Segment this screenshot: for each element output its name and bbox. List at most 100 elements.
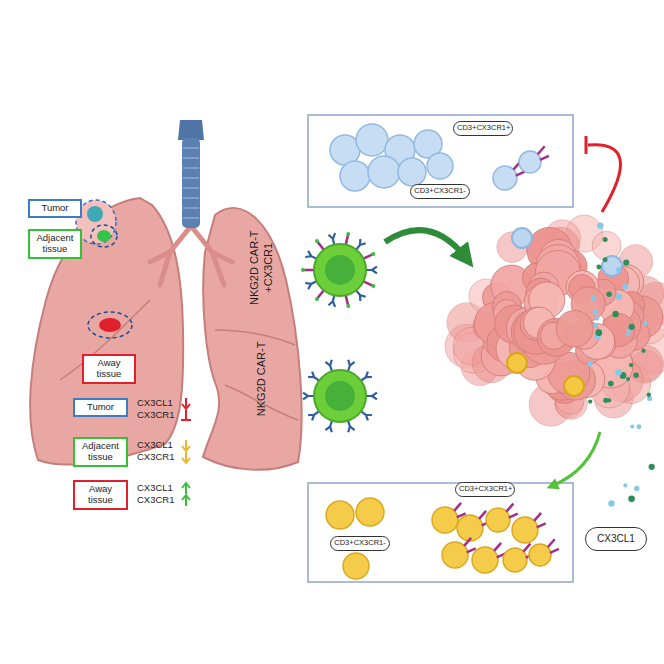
marker-name: CX3CR1 bbox=[137, 410, 175, 421]
node-text: CX3CL1 bbox=[590, 533, 642, 545]
cx3cr1-receptor bbox=[548, 539, 559, 553]
away-spot bbox=[99, 318, 121, 332]
population-pill: CD3+CX3CR1- bbox=[410, 184, 470, 199]
chemokine-dot bbox=[593, 323, 597, 327]
population-pill: CD3+CX3CR1+ bbox=[455, 482, 515, 497]
chemokine-dot bbox=[591, 295, 596, 300]
t-cell bbox=[507, 353, 527, 373]
chemokine-dot bbox=[608, 381, 614, 387]
node-text: CD3+CX3CR1+ bbox=[459, 485, 511, 494]
node-text: Tumor bbox=[32, 203, 78, 214]
chemokine-dot bbox=[616, 293, 622, 299]
tumor-mass bbox=[445, 215, 664, 426]
yellow-t-cell bbox=[343, 553, 369, 579]
chemokine-dot bbox=[597, 223, 604, 230]
generated-cells bbox=[301, 124, 664, 579]
chemokine-dot bbox=[649, 464, 655, 470]
adjacent-region bbox=[91, 225, 117, 247]
chemokine-dot bbox=[626, 377, 630, 381]
t-cell bbox=[564, 376, 584, 396]
chemokine-dot bbox=[647, 396, 652, 401]
car-t-cell bbox=[314, 370, 366, 422]
blue-t-cell bbox=[398, 158, 426, 186]
yellow-t-cell bbox=[356, 498, 384, 526]
car-t-cell bbox=[314, 244, 366, 296]
cx3cr1-receptor bbox=[534, 513, 546, 528]
node-text: Tumor bbox=[77, 402, 124, 413]
blue-t-cell bbox=[368, 156, 400, 188]
cell-type-label: NKG2D CAR-T +CX3CR1 bbox=[248, 222, 276, 314]
tissue-tag: Away tissue bbox=[82, 354, 136, 384]
legend-tag: Adjacent tissue bbox=[73, 437, 128, 467]
legend-tag: Tumor bbox=[73, 398, 128, 417]
inhibition-arrow bbox=[588, 145, 620, 212]
chemokine-dot bbox=[641, 349, 645, 353]
node-text: CD3+CX3CR1- bbox=[334, 539, 386, 548]
node-text: Away tissue bbox=[86, 358, 132, 380]
chemokine-dot bbox=[633, 372, 639, 378]
yellow-t-cell bbox=[326, 501, 354, 529]
recruitment-arrow bbox=[552, 432, 600, 486]
chemokine-dot bbox=[616, 267, 621, 272]
right-lung bbox=[203, 208, 302, 470]
blue-cell-panel bbox=[308, 115, 573, 207]
bronchi bbox=[150, 226, 232, 285]
node-text: Away tissue bbox=[77, 484, 124, 506]
tumor-region bbox=[76, 200, 116, 244]
away-region bbox=[88, 312, 132, 338]
cell-type-label: NKG2D CAR-T bbox=[255, 333, 269, 425]
cx3cr1-receptor bbox=[506, 504, 517, 518]
chemokine-dot bbox=[628, 496, 635, 503]
marker-name: CX3CL1 bbox=[137, 483, 173, 494]
node-text: Adjacent tissue bbox=[32, 233, 78, 255]
chemokine-dot bbox=[603, 257, 608, 262]
car-t-nucleus bbox=[325, 381, 355, 411]
chemokine-dot bbox=[647, 393, 651, 397]
tissue-tag: Tumor bbox=[28, 199, 82, 218]
chemokine-dot bbox=[637, 424, 642, 429]
change-arrows bbox=[181, 398, 191, 506]
chemokine-dot bbox=[623, 260, 629, 266]
chemokine-dot bbox=[623, 483, 627, 487]
chemokine-dot bbox=[595, 329, 602, 336]
chemokine-dot bbox=[634, 486, 639, 491]
node-text: CD3+CX3CR1- bbox=[414, 187, 466, 196]
chemokine-dot bbox=[606, 291, 612, 297]
blue-t-cell bbox=[340, 161, 370, 191]
adjacent-spot bbox=[97, 230, 111, 242]
chemokine-dot bbox=[588, 399, 592, 403]
chemokine-pill: CX3CL1 bbox=[585, 527, 647, 551]
chemokine-dot bbox=[615, 369, 622, 376]
node-text: CD3+CX3CR1+ bbox=[457, 124, 509, 133]
blue-t-cell bbox=[356, 124, 388, 156]
car-t-nucleus bbox=[325, 255, 355, 285]
left-lobe-fissure bbox=[60, 300, 150, 380]
chemokine-dot bbox=[622, 284, 628, 290]
tumor-cell bbox=[592, 231, 621, 260]
chemokine-dot bbox=[587, 361, 592, 366]
node-text: Adjacent tissue bbox=[77, 441, 124, 463]
legend-tag: Away tissue bbox=[73, 480, 128, 510]
chemokine-dot bbox=[630, 425, 634, 429]
marker-name: CX3CR1 bbox=[137, 452, 175, 463]
chemokine-dot bbox=[596, 264, 601, 269]
chemokine-dot bbox=[595, 316, 599, 320]
left-lung bbox=[30, 198, 183, 465]
chemokine-dot bbox=[608, 500, 614, 506]
cx3cr1-receptor bbox=[464, 538, 476, 553]
cx3cr1-receptor bbox=[538, 146, 549, 160]
chemokine-dot bbox=[643, 321, 648, 326]
chemokine-dot bbox=[629, 363, 633, 367]
marker-name: CX3CL1 bbox=[137, 440, 173, 451]
t-cell bbox=[602, 256, 622, 276]
chemokine-dot bbox=[612, 311, 618, 317]
tumor-spot bbox=[87, 206, 103, 222]
population-pill: CD3+CX3CR1- bbox=[330, 536, 390, 551]
chemokine-dot bbox=[593, 309, 598, 314]
cx3cr1-receptor bbox=[454, 503, 466, 518]
t-cell bbox=[512, 228, 532, 248]
receptors bbox=[301, 232, 377, 308]
larynx bbox=[178, 120, 204, 140]
chemokine-dot bbox=[603, 237, 608, 242]
inhibition-bar bbox=[585, 136, 588, 154]
